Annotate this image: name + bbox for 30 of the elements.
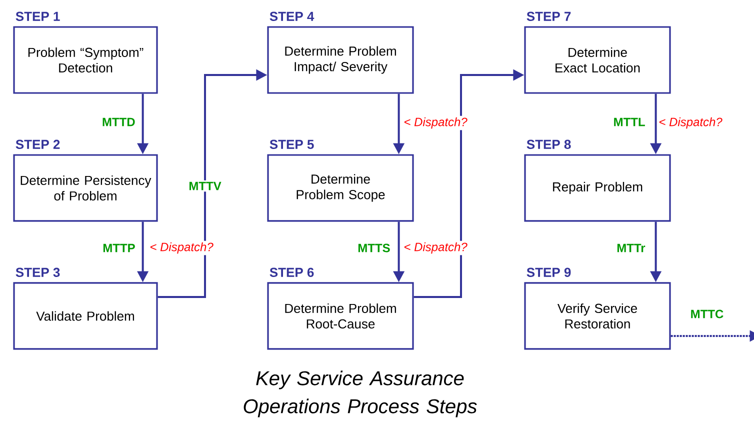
process-box: Problem “Symptom” Detection	[13, 26, 158, 94]
step-heading: STEP 3	[16, 268, 60, 277]
edge-label: MTTr	[615, 242, 647, 254]
process-box: Validate Problem	[13, 282, 158, 350]
edge-label: MTTP	[101, 242, 137, 254]
process-box: Repair Problem	[524, 154, 671, 222]
edge-label: MTTC	[688, 308, 726, 320]
dispatch-note: < Dispatch?	[148, 240, 215, 256]
step-heading: STEP 9	[526, 268, 571, 277]
dispatch-note: < Dispatch?	[402, 116, 469, 130]
edge-label: MTTD	[100, 116, 137, 128]
dispatch-note: < Dispatch?	[657, 116, 724, 130]
edge-label: MTTS	[356, 242, 392, 254]
step-heading: STEP 4	[270, 12, 314, 21]
process-box: Verify Service Restoration	[524, 282, 671, 350]
step-heading: STEP 5	[270, 140, 314, 149]
edge-label: MTTV	[187, 180, 223, 192]
process-box: Determine Problem Root-Cause	[267, 282, 414, 350]
process-box: Determine Persistency of Problem	[13, 154, 158, 222]
step-heading: STEP 1	[16, 12, 60, 21]
process-box: Determine Exact Location	[524, 26, 671, 94]
caption: Key Service Assurance Operations Process Steps	[244, 370, 477, 418]
edge-label: MTTL	[612, 116, 647, 128]
step-heading: STEP 7	[526, 12, 571, 21]
process-box: Determine Problem Impact/ Severity	[267, 26, 414, 94]
process-box: Determine Problem Scope	[267, 154, 414, 222]
step-heading: STEP 2	[16, 140, 60, 149]
dispatch-note: < Dispatch?	[402, 240, 469, 256]
step-heading: STEP 6	[270, 268, 314, 277]
step-heading: STEP 8	[526, 140, 571, 149]
